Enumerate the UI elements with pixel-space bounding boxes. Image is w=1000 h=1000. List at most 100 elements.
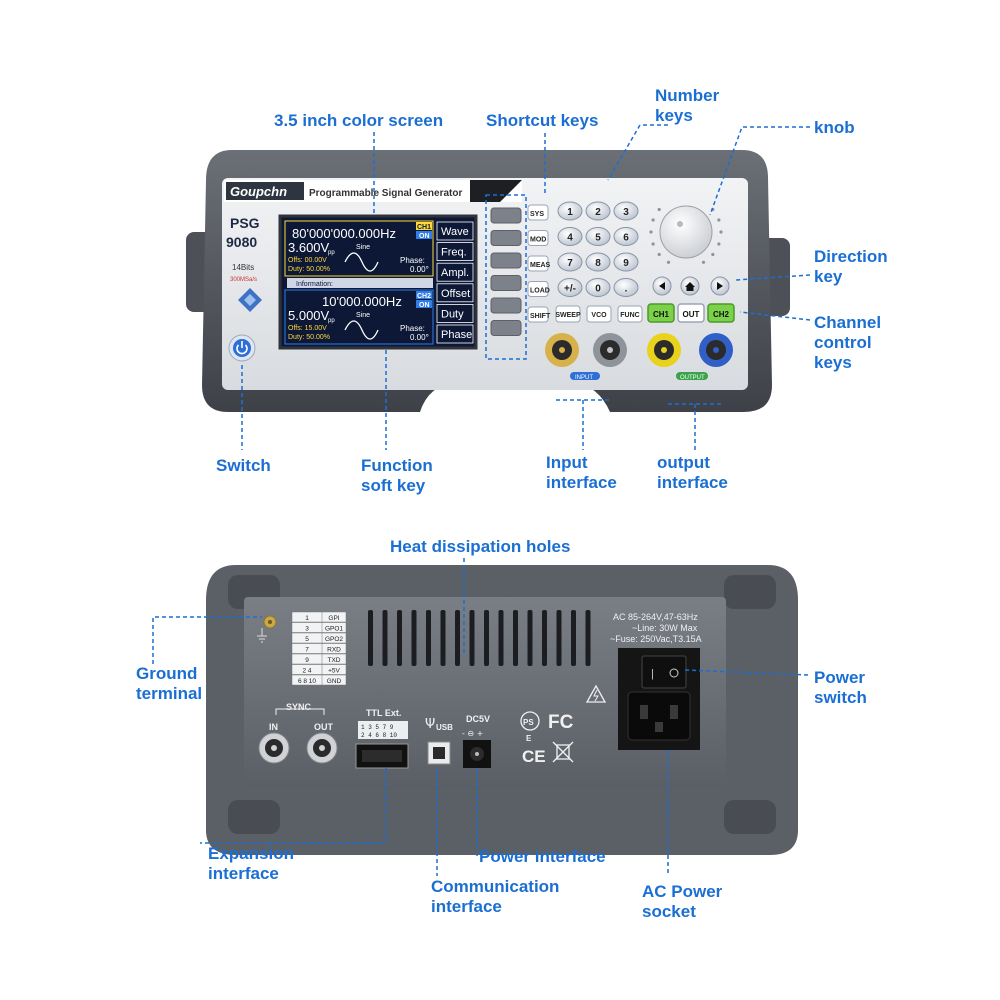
- soft-label-4: Duty: [441, 308, 464, 320]
- number-key[interactable]: 4: [557, 227, 583, 246]
- arrow-right-icon: [717, 282, 723, 290]
- dc-polarity: - ⊖ +: [462, 729, 483, 738]
- pin-function: GPO2: [325, 636, 343, 643]
- expansion-connector[interactable]: [355, 743, 409, 769]
- soft-label-box: [436, 303, 474, 323]
- model-line2: 9080: [226, 234, 257, 250]
- callout-shortcut-keys: Shortcut keys: [486, 111, 599, 130]
- ac-spec-line2: ~Line: 30W Max: [632, 623, 698, 633]
- input-ext-bnc[interactable]: [593, 333, 627, 367]
- pin-number: 7: [305, 647, 309, 654]
- power-rocker-switch[interactable]: |: [641, 655, 687, 689]
- front-leader-lines: [241, 124, 811, 450]
- soft-key-2[interactable]: [490, 230, 522, 246]
- number-key[interactable]: 3: [613, 201, 639, 221]
- sync-out-bnc[interactable]: [306, 732, 338, 764]
- key-ch1[interactable]: [647, 303, 675, 323]
- callout-number-keys: Number keys: [655, 86, 720, 125]
- key-label-shift: SHIFT: [530, 313, 551, 320]
- ch2-phase-label: Phase:: [400, 324, 425, 333]
- direction-keys: [652, 276, 730, 296]
- ch1-wave: Sine: [356, 244, 370, 251]
- soft-label-box: [436, 242, 474, 262]
- key-vco[interactable]: [586, 305, 612, 323]
- callout-output-interface: output interface: [657, 453, 728, 492]
- ch1-on-badge: ON: [419, 233, 430, 240]
- callout-input-interface: Input interface: [546, 453, 617, 492]
- key-label-ch2: CH2: [713, 310, 730, 319]
- ch1-amplitude-unit: pp: [328, 250, 335, 256]
- soft-key-4[interactable]: [490, 275, 522, 291]
- number-key[interactable]: 6: [613, 227, 639, 246]
- sync-in-bnc[interactable]: [258, 732, 290, 764]
- switch-off-mark-icon: |: [651, 668, 654, 680]
- key-load[interactable]: [527, 281, 549, 297]
- power-button[interactable]: [228, 334, 256, 362]
- ch1-badge: CH1: [417, 224, 431, 231]
- number-key[interactable]: 8: [585, 252, 611, 272]
- key-meas[interactable]: [527, 255, 549, 272]
- soft-key-1[interactable]: [490, 207, 522, 224]
- soft-label-box: [436, 324, 474, 344]
- ac-spec-line3: ~Fuse: 250Vac,T3.15A: [610, 634, 702, 644]
- number-key-label: 7: [567, 258, 573, 269]
- ch2-amplitude-unit: pp: [328, 318, 335, 324]
- pin-number: 2 4: [302, 668, 311, 675]
- key-func[interactable]: [617, 305, 643, 323]
- number-key[interactable]: .: [613, 278, 639, 297]
- number-key[interactable]: 7: [557, 252, 583, 272]
- callout-ac-power-socket: AC Power socket: [642, 882, 723, 921]
- ch1-phase-label: Phase:: [400, 256, 425, 265]
- dc-label: DC5V: [466, 714, 490, 724]
- key-shift[interactable]: [527, 306, 549, 323]
- callout-function-soft-key: Function soft key: [361, 456, 433, 495]
- function-soft-keys: [490, 207, 522, 336]
- left-arrow-button[interactable]: [652, 276, 672, 296]
- ch1-duty: Duty: 50.00%: [288, 266, 330, 273]
- key-sweep[interactable]: [555, 305, 581, 323]
- number-key-label: 2: [595, 207, 601, 218]
- number-key[interactable]: 5: [585, 227, 611, 246]
- number-key[interactable]: 2: [585, 201, 611, 221]
- output-ch2-bnc[interactable]: [699, 333, 733, 367]
- sync-in-label: IN: [269, 722, 278, 732]
- key-label-load: LOAD: [530, 288, 550, 295]
- callout-switch: Switch: [216, 456, 271, 475]
- key-label-func: FUNC: [620, 312, 639, 319]
- svg-text:PS: PS: [523, 718, 534, 727]
- home-button[interactable]: [680, 276, 700, 296]
- soft-label-box: [436, 283, 474, 303]
- soft-key-5[interactable]: [490, 297, 522, 314]
- dc-power-jack[interactable]: [463, 740, 491, 768]
- number-key[interactable]: 0: [585, 278, 611, 297]
- key-out[interactable]: [677, 303, 705, 323]
- usb-port[interactable]: [427, 741, 451, 765]
- number-key[interactable]: 1: [557, 201, 583, 221]
- ch1-amplitude: 3.600V: [288, 240, 330, 255]
- key-ch2[interactable]: [707, 303, 735, 323]
- ttl-pins-bottom: 2 4 6 8 10: [361, 732, 397, 739]
- power-icon: [236, 344, 248, 355]
- number-key[interactable]: 9: [613, 252, 639, 272]
- key-sys[interactable]: [527, 204, 549, 221]
- callout-power-interface: Power interface: [479, 847, 606, 866]
- soft-key-3[interactable]: [490, 252, 522, 269]
- pin-number: 6 8 10: [298, 678, 316, 685]
- key-label-sys: SYS: [530, 211, 544, 218]
- sync-label: SYNC: [286, 702, 312, 712]
- rear-panel: [244, 597, 726, 789]
- right-arrow-button[interactable]: [710, 276, 730, 296]
- input-mod-bnc[interactable]: [545, 333, 579, 367]
- key-mod[interactable]: [527, 230, 549, 246]
- soft-key-6[interactable]: [490, 320, 522, 336]
- ch2-on-badge: ON: [419, 302, 430, 309]
- output-ch1-bnc[interactable]: [647, 333, 681, 367]
- ch2-frequency: 10'000.000Hz: [322, 294, 402, 309]
- number-key[interactable]: +/-: [557, 278, 583, 297]
- ground-terminal[interactable]: [263, 615, 277, 629]
- rotary-knob[interactable]: [659, 205, 713, 259]
